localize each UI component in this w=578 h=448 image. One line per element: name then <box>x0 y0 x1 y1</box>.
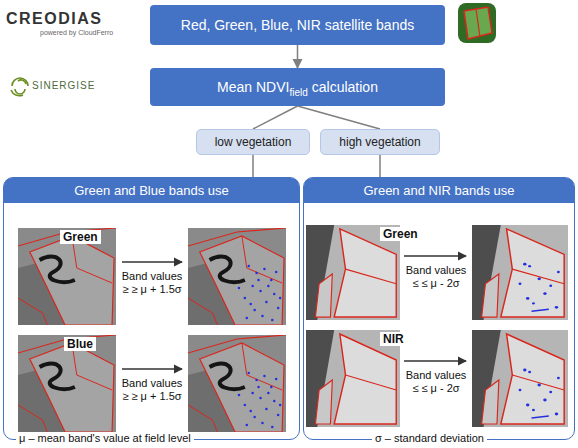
method-panel: Green and NIR bands use <box>303 177 575 440</box>
band-name: Green <box>380 227 421 241</box>
box-text: Red, Green, Blue, NIR satellite bands <box>181 17 414 33</box>
flow-connector <box>252 155 254 177</box>
box-text: high vegetation <box>339 135 420 149</box>
band-name: Green <box>60 230 101 244</box>
satellite-image <box>188 228 286 325</box>
detected-pixels <box>238 265 282 322</box>
satellite-image <box>18 228 116 325</box>
subscript-text: field <box>289 87 307 98</box>
flow-connector <box>253 106 298 129</box>
process-arrow <box>122 368 182 369</box>
process-arrow <box>122 261 182 262</box>
flow-connector <box>298 106 381 129</box>
threshold-text: Band values ≥ ≥ μ + 1.5σ <box>120 270 184 296</box>
flow-connector <box>379 155 381 177</box>
box-text: Mean NDVI <box>217 79 289 95</box>
flow-connector <box>297 45 299 68</box>
box-text-group: low vegetation <box>215 135 292 149</box>
logo-text: SINERGISE <box>32 80 95 92</box>
box-text-group: Red, Green, Blue, NIR satellite bands <box>181 17 414 33</box>
field-icon <box>458 3 496 43</box>
panel-heading: Green and Blue bands use <box>4 178 299 203</box>
satellite-image <box>18 335 116 432</box>
satellite-image <box>188 335 286 432</box>
footnote: σ – standard deviation <box>372 432 487 445</box>
threshold-text: Band values ≥ ≥ μ + 1.5σ <box>120 377 184 403</box>
logo-subtext: powered by CloudFerro <box>40 29 113 37</box>
logo-mark <box>11 78 28 96</box>
box-text-group: Mean NDVIfield calculation <box>217 79 378 95</box>
satellite-image <box>472 225 568 320</box>
detected-pixels <box>238 372 282 429</box>
detected-pixels <box>519 263 560 311</box>
threshold-text: Band values ≤ ≤ μ - 2σ <box>403 369 469 395</box>
satellite-image <box>472 330 568 427</box>
process-arrow <box>404 360 466 361</box>
box-text-group: high vegetation <box>339 135 420 149</box>
process-arrow <box>404 255 466 256</box>
process-box: Mean NDVIfield calculation <box>150 68 445 106</box>
band-name: Blue <box>64 337 96 351</box>
threshold-text: Band values ≤ ≤ μ - 2σ <box>403 264 469 290</box>
process-box: Red, Green, Blue, NIR satellite bands <box>150 5 445 45</box>
branch-box: low vegetation <box>196 129 310 155</box>
footnote: μ – mean band's value at field level <box>16 432 194 445</box>
branch-box: high vegetation <box>320 129 440 155</box>
band-name: NIR <box>380 332 407 346</box>
detected-pixels <box>519 369 560 418</box>
box-text: low vegetation <box>215 135 292 149</box>
panel-heading: Green and NIR bands use <box>304 178 574 203</box>
logo-text: CREODIAS <box>6 9 102 28</box>
box-text: calculation <box>312 79 378 95</box>
